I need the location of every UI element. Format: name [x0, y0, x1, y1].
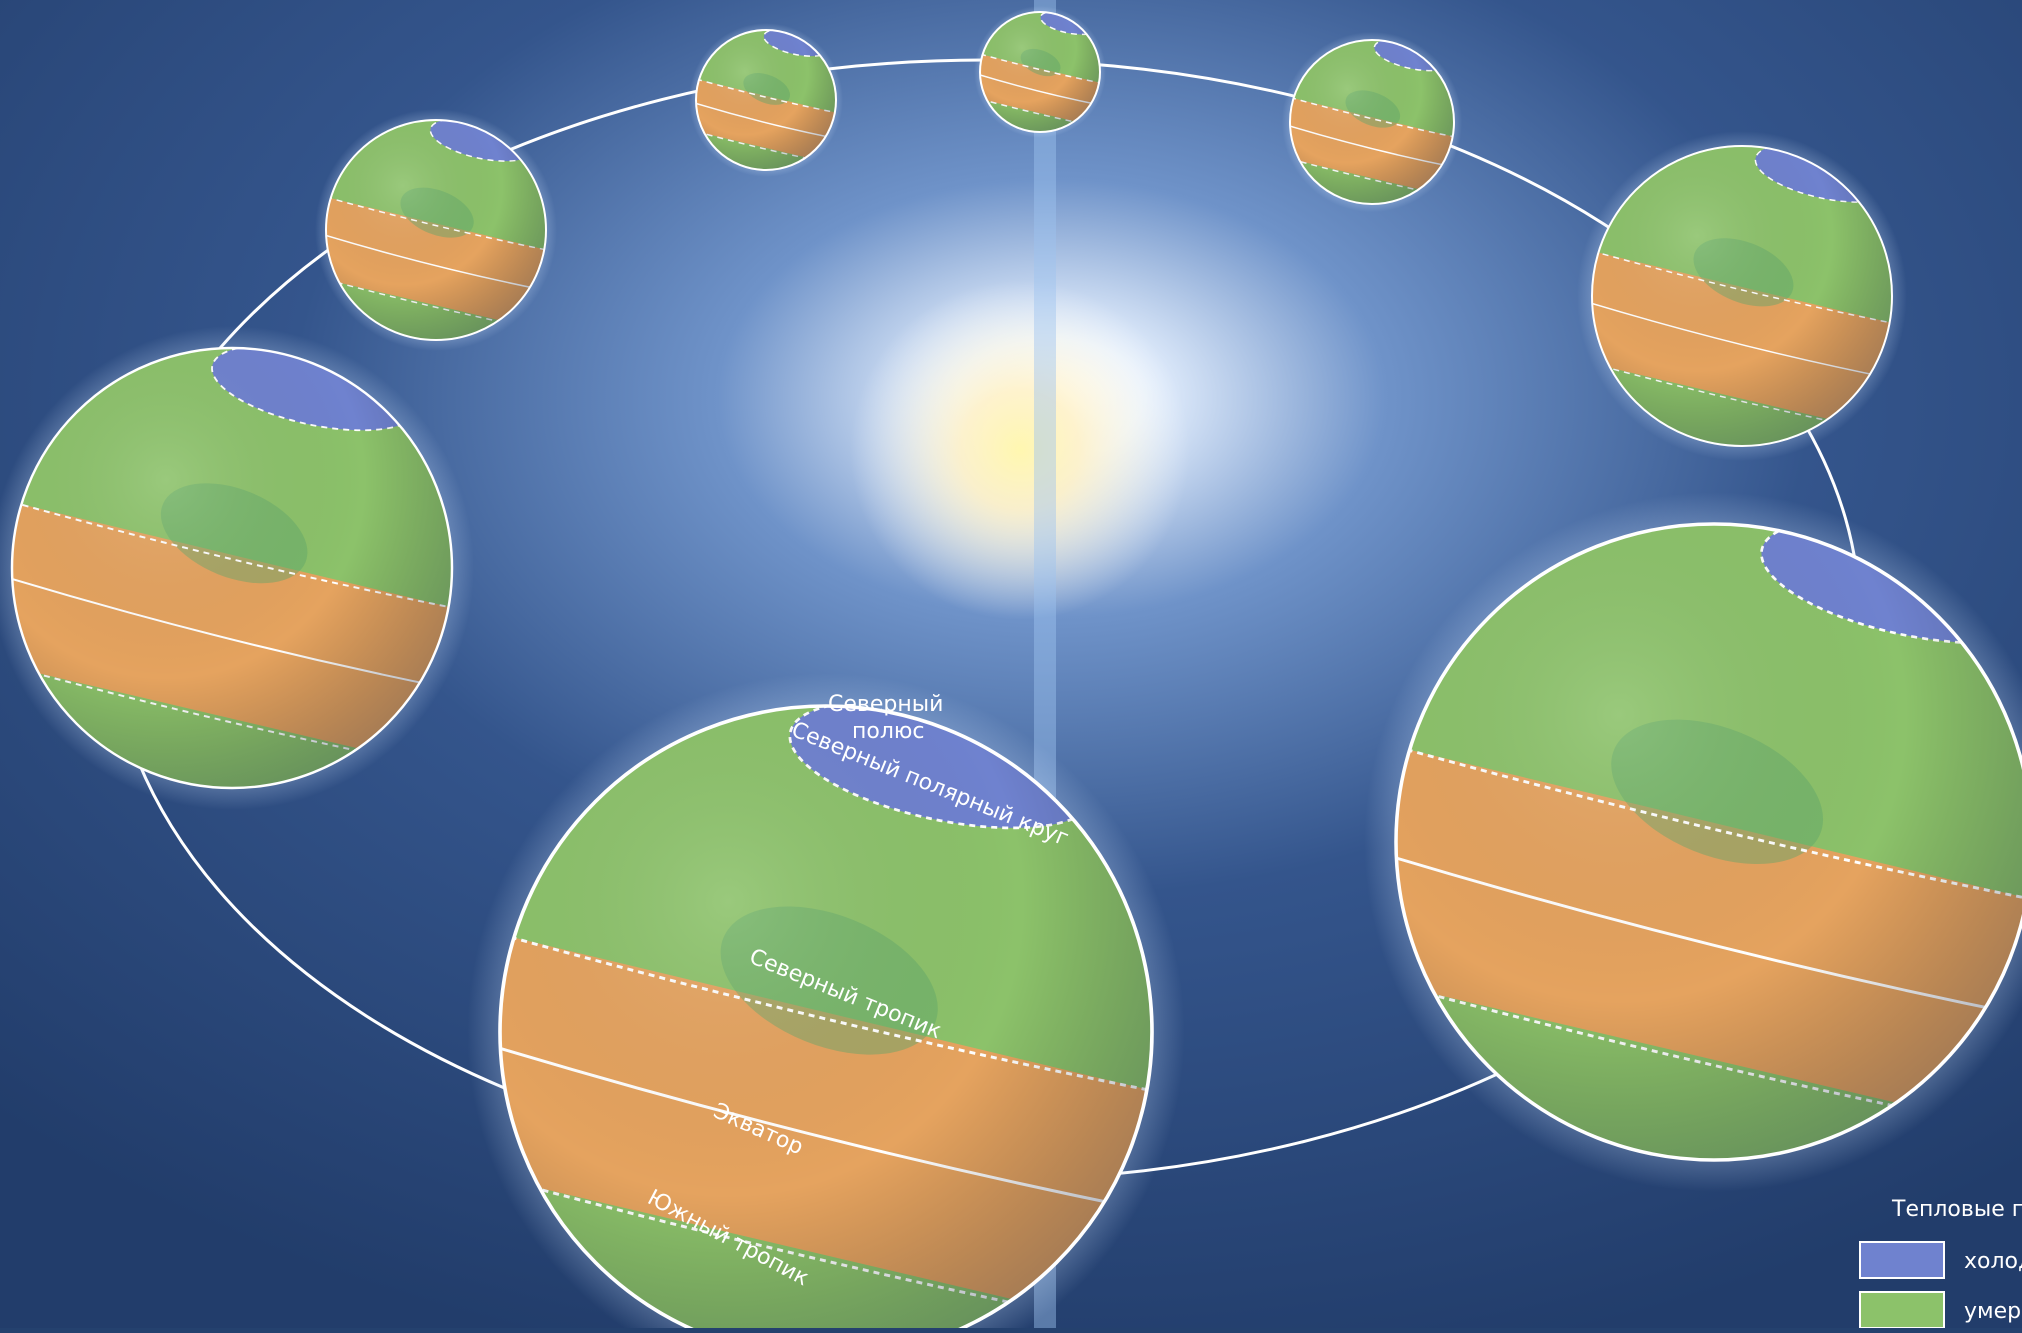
globe [1364, 492, 2022, 1192]
sun [850, 280, 1190, 620]
legend-label-cold: холод [1964, 1249, 2022, 1274]
globe-outline [325, 119, 547, 341]
legend-swatch-temperate [1859, 1291, 1945, 1329]
globe-outline [1289, 39, 1455, 205]
globe-outline [979, 11, 1101, 133]
globe [1577, 131, 1907, 461]
globe-outline [10, 346, 454, 790]
globe-outline [498, 704, 1154, 1333]
north-pole-label-line-1: Северный [828, 692, 943, 717]
north-pole-label-line-2: полюс [852, 719, 925, 744]
globe-outline [1394, 522, 2022, 1162]
legend-title: Тепловые п [1891, 1197, 2022, 1222]
legend-swatch-cold [1859, 1241, 1945, 1279]
globe [689, 23, 843, 177]
globe [467, 673, 1185, 1333]
legend: Тепловые п холод умере [1859, 1197, 2022, 1329]
globe [974, 6, 1106, 138]
globe [1281, 31, 1463, 213]
globe-outline [695, 29, 837, 171]
globes-group [0, 6, 2022, 1333]
globe [315, 109, 557, 351]
legend-label-temperate: умере [1964, 1299, 2022, 1324]
globe [0, 326, 474, 810]
globe-outline [1591, 145, 1893, 447]
